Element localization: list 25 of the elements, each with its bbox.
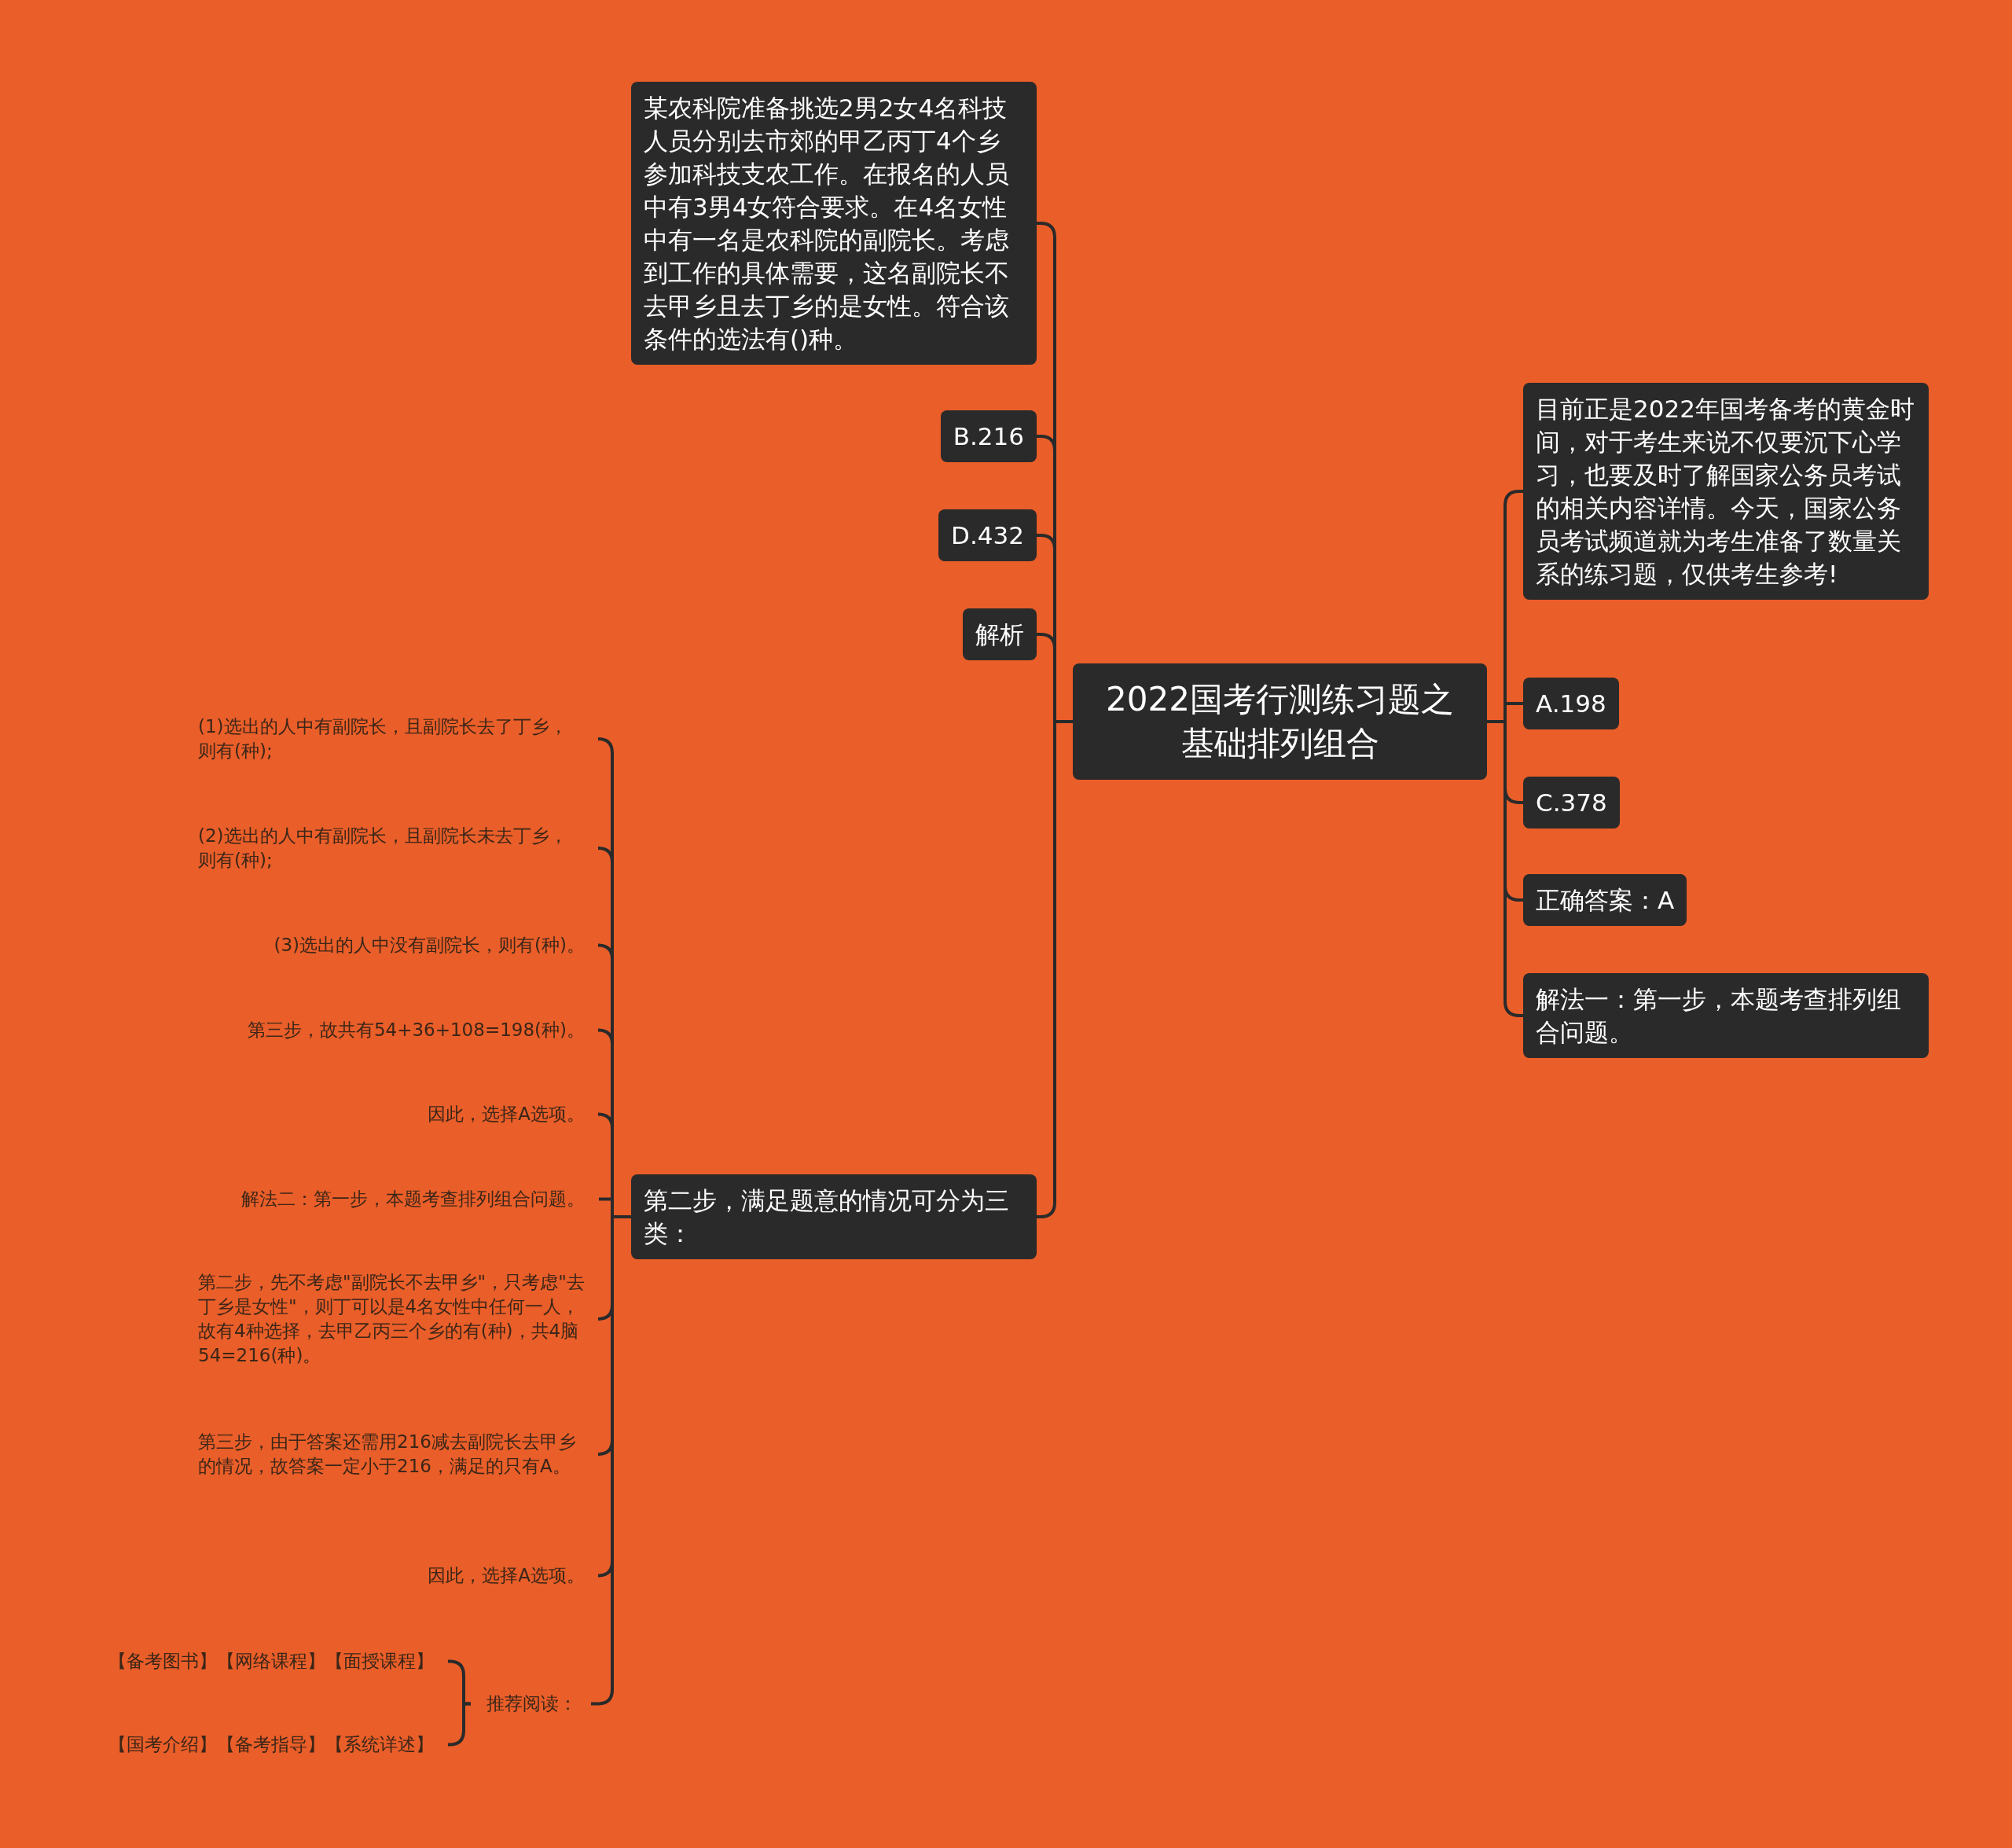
branch-line (1487, 720, 1523, 1017)
topic-text: (3)选出的人中没有副院长，则有(种)。 (274, 930, 599, 961)
topic-text: 【备考图书】【网络课程】【面授课程】 (108, 1646, 448, 1677)
topic-text: 第三步，故共有54+36+108=198(种)。 (247, 1015, 599, 1045)
topic-box: B.216 (940, 410, 1037, 462)
topic-text: 解法二：第一步，本题考查排列组合问题。 (241, 1184, 599, 1214)
topic-box: A.198 (1523, 678, 1619, 729)
topic-text: 推荐阅读： (471, 1688, 591, 1719)
topic-text: (1)选出的人中有副院长，且副院长去了丁乡，则有(种); (198, 711, 599, 766)
topic-box: 正确答案：A (1523, 874, 1687, 926)
topic-text: 【国考介绍】【备考指导】【系统详述】 (108, 1729, 448, 1760)
central-topic-box: 2022国考行测练习题之基础排列组合 (1073, 663, 1487, 780)
topic-text: (2)选出的人中有副院长，且副院长未去丁乡，则有(种); (198, 821, 599, 876)
topic-box: 某农科院准备挑选2男2女4名科技人员分别去市郊的甲乙丙丁4个乡参加科技支农工作。在报名的人员中有3男4女符合要求。在4名女性中有一名是农科院的副院长。考虑到工作的具体需要，这名副院长不去甲乡且去丁乡的是女性。符合该条件的选法有()种。 (631, 82, 1037, 365)
topic-text: 因此，选择A选项。 (428, 1560, 599, 1591)
topic-box: C.378 (1523, 777, 1620, 828)
topic-text: 因此，选择A选项。 (428, 1099, 599, 1130)
topic-text: 第二步，先不考虑"副院长不去甲乡"，只考虑"去丁乡是女性"，则丁可以是4名女性中任何一人，故有4种选择，去甲乙丙三个乡的有(种)，共4脑54=216(种)。 (198, 1267, 599, 1371)
topic-box: 目前正是2022年国考备考的黄金时间，对于考生来说不仅要沉下心学习，也要及时了解国家公务员考试的相关内容详情。今天，国家公务员考试频道就为考生准备了数量关系的练习题，仅供考生参考! (1523, 383, 1929, 600)
topic-box: 解法一：第一步，本题考查排列组合问题。 (1523, 973, 1929, 1058)
topic-box: 解析 (963, 608, 1037, 660)
topic-box: 第二步，满足题意的情况可分为三类： (631, 1174, 1037, 1259)
topic-box: D.432 (938, 509, 1037, 561)
topic-text: 第三步，由于答案还需用216减去副院长去甲乡的情况，故答案一定小于216，满足的只有A。 (198, 1427, 599, 1482)
branch-line (447, 1702, 471, 1747)
